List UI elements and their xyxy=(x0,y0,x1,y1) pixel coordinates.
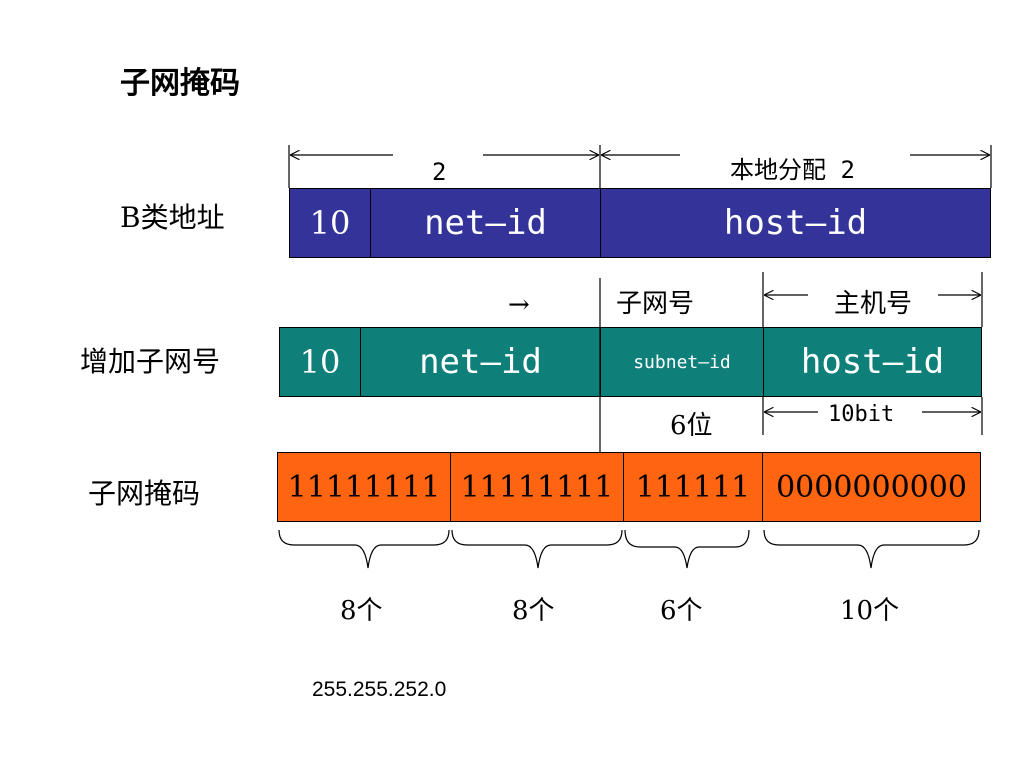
brace-label-1: 8个 xyxy=(340,596,383,626)
mask-result-value: 255.255.252.0 xyxy=(312,678,447,701)
class-b-host-text: host—id xyxy=(723,203,868,243)
brace-3 xyxy=(624,529,750,569)
net-bytes-label: 2 xyxy=(432,158,447,186)
class-b-net-text: net—id xyxy=(424,203,547,243)
subnet-net-cell: net—id xyxy=(360,327,601,397)
subnet-id-cell: subnet—id xyxy=(600,327,764,397)
mask-segment-4: 0000000000 xyxy=(762,452,981,522)
mask-segment-1: 11111111 xyxy=(277,452,451,522)
subnet-host-text: host—id xyxy=(800,342,945,382)
brace-1 xyxy=(278,529,450,569)
brace-label-2: 8个 xyxy=(512,596,555,626)
host-bits-label: 10bit xyxy=(828,402,895,427)
mask-row-label: 子网掩码 xyxy=(88,477,201,510)
class-b-host-cell: host—id xyxy=(600,188,991,258)
mask-segment-2-text: 11111111 xyxy=(460,469,614,505)
brace-4 xyxy=(763,529,980,569)
add-subnet-row-label: 增加子网号 xyxy=(80,345,221,378)
host-number-header: 主机号 xyxy=(834,289,913,319)
class-b-prefix-text: 10 xyxy=(309,204,351,242)
brace-2 xyxy=(451,529,623,569)
subnet-arrow: → xyxy=(508,290,530,320)
mask-segment-2: 11111111 xyxy=(450,452,624,522)
subnet-net-text: net—id xyxy=(419,342,542,382)
local-assign-label: 本地分配 2 xyxy=(730,156,855,184)
brace-label-4: 10个 xyxy=(840,596,900,626)
class-b-prefix-cell: 10 xyxy=(289,188,371,258)
subnet-id-text: subnet—id xyxy=(633,351,731,373)
class-b-row-label: B类地址 xyxy=(120,201,225,234)
page-title: 子网掩码 xyxy=(120,66,240,101)
subnet-prefix-cell: 10 xyxy=(279,327,361,397)
mask-segment-4-text: 0000000000 xyxy=(776,469,967,505)
subnet-host-cell: host—id xyxy=(763,327,982,397)
subnet-bits-label: 6位 xyxy=(670,411,713,441)
subnet-prefix-text: 10 xyxy=(299,343,341,381)
subnet-number-header: 子网号 xyxy=(616,289,695,319)
mask-segment-3-text: 111111 xyxy=(635,469,751,505)
mask-segment-1-text: 11111111 xyxy=(287,469,441,505)
brace-label-3: 6个 xyxy=(660,596,703,626)
class-b-net-cell: net—id xyxy=(370,188,601,258)
mask-segment-3: 111111 xyxy=(623,452,763,522)
